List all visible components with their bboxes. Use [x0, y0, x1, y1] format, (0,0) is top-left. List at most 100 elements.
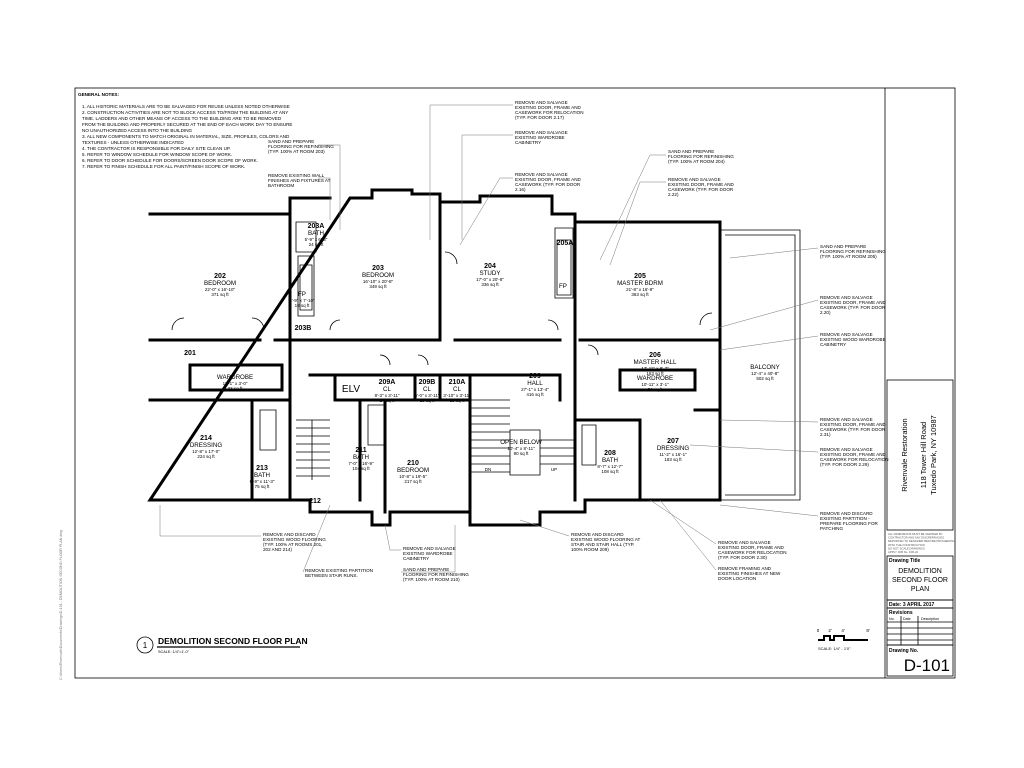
room-number: 209B — [419, 379, 436, 386]
annotation-line: STAIR AND STAIR HALL (TYP. — [571, 542, 634, 547]
drawing-no-label: Drawing No. — [889, 648, 919, 654]
annotation-line: EXISTING DOOR, FRAME AND — [668, 182, 735, 187]
room-name: MASTER HALL — [634, 359, 678, 366]
room-area: 90 sq ft — [514, 451, 530, 456]
room-dimensions: 10'-4" x 8'-11" — [507, 446, 535, 451]
title-block: Rivenvale Restoration 118 Tower Hill Roa… — [886, 379, 955, 677]
address-line-1: 118 Tower Hill Road — [919, 422, 928, 488]
annotation-line: (TYP. FOR DOOR 2.17) — [515, 115, 564, 120]
room-dimensions: 12'-8" x 17'-0" — [192, 449, 220, 454]
room-name: CL — [453, 386, 461, 393]
room-dimensions: 6'-9" x 11'-3" — [250, 479, 275, 484]
annotation-line: (TYP. 100% AT ROOM 210) — [403, 577, 460, 582]
room-number: 206 — [649, 352, 661, 359]
room-area: 34 sq ft — [648, 387, 664, 392]
annotation-line: (TYP. 100% AT ROOM 205) — [820, 254, 877, 259]
room-number: 203 — [372, 265, 384, 272]
annotation-line: REMOVE AND SALVAGE — [515, 130, 568, 135]
rev-col-date: Date — [903, 617, 911, 621]
annotation-line: CASEWORK (TYP. FOR DOOR — [668, 187, 734, 192]
interior-walls — [148, 200, 722, 514]
drawing-number: D-101 — [904, 656, 950, 675]
disclaimer-line: APPLY JOB No. 16R-22 — [888, 550, 918, 554]
leader-lines — [159, 104, 819, 573]
room-number: 211 — [355, 447, 366, 454]
annotation-line: PATCHING — [820, 526, 843, 531]
room-dimensions: 12'-4" x 40'-8" — [751, 371, 779, 376]
room-number: 210 — [407, 460, 419, 467]
annotation-line: CASEWORK FOR RELOCATION — [820, 457, 889, 462]
room-number: 205 — [634, 273, 646, 280]
annotation-line: REMOVE FRAMING AND — [718, 566, 772, 571]
annotation-line: EXISTING WOOD WARDROBE — [820, 337, 886, 342]
annotation-line: (TYP. 100% AT ROOM 204) — [668, 159, 725, 164]
annotation-line: REMOVE AND SALVAGE — [718, 540, 771, 545]
room-dimensions: 16'-10" x 20'-8" — [363, 279, 394, 284]
room-name: BEDROOM — [362, 272, 394, 279]
room-area: 183 sq ft — [664, 457, 682, 462]
general-note-line: 6. REFER TO DOOR SCHEDULE FOR DOORS/SCRE… — [82, 158, 258, 163]
annotation-line: EXISTING DOOR, FRAME AND — [718, 545, 785, 550]
general-note-line: NO UNAUTHORIZED ACCESS INTO THE BUILDING — [82, 128, 193, 133]
room-205A: 205A — [557, 240, 574, 247]
room-name: BEDROOM — [397, 467, 429, 474]
annotation-line: DOOR LOCATION — [718, 576, 756, 581]
room-area: 18 sq ft — [295, 303, 311, 308]
room-number: 202 — [214, 273, 226, 280]
room-name: DRESSING — [657, 445, 690, 452]
general-note-line: TEXTURES - UNLESS OTHERWISE INDICATED — [82, 140, 184, 145]
room-area: 349 sq ft — [369, 284, 387, 289]
annotation-line: (TYP. 100% AT ROOMS 201, — [263, 542, 323, 547]
general-note-line: 7. REFER TO FINISH SCHEDULE FOR ALL PAIN… — [82, 164, 245, 169]
room-201: 201 — [184, 350, 196, 357]
annotation-line: EXISTING WOOD FLOORING — [263, 537, 326, 542]
disclaimer-line: ALL DIMENSIONS MUST BE VERIFIED BY — [888, 532, 943, 536]
disclaimer-line: CONTRACTOR AND ANY DISCREPANCIES — [888, 536, 944, 540]
annotation-line: CABINETRY — [820, 342, 846, 347]
annotation-line: EXISTING WARDROBE — [403, 551, 453, 556]
room-elv: ELV — [342, 384, 360, 395]
room-area: 19 sq ft — [420, 398, 436, 403]
room-name: BATH — [353, 454, 369, 461]
drawing-title-label: Drawing Title — [889, 558, 921, 564]
room-number: 207 — [667, 438, 679, 445]
annotation-line: REMOVE EXISTING PARTITION — [305, 568, 373, 573]
annotation-line: EXISTING PARTITION - — [820, 516, 870, 521]
annotation-line: EXISTING DOOR, FRAME AND — [820, 300, 887, 305]
annotation-line: EXISTING DOOR, FRAME AND — [515, 177, 582, 182]
room-dimensions: 22'-0" x 16'-10" — [205, 287, 236, 292]
general-note-line: 1. ALL HISTORIC MATERIALS ARE TO BE SALV… — [82, 104, 290, 109]
annotation-line: REMOVE AND SALVAGE — [820, 417, 873, 422]
room-name: OPEN BELOW — [500, 439, 542, 446]
room-dimensions: 8'-7" x 12'-7" — [597, 464, 623, 469]
annotation-line: FLOORING FOR REFINISHING — [268, 144, 334, 149]
annotation-line: FLOORING FOR REFINISHING — [820, 249, 886, 254]
room-name: WARDROBE — [217, 374, 253, 381]
room-area: 75 sq ft — [255, 484, 271, 489]
room-area: 104 sq ft — [352, 466, 370, 471]
disclaimer-line: WITH THE CONSTRUCTION — [888, 543, 925, 547]
general-note-line: 3. ALL NEW COMPONENTS TO MATCH ORIGINAL … — [82, 134, 290, 139]
floor-plan — [147, 188, 801, 527]
room-area: 24 sq ft — [380, 398, 396, 403]
room-area: 33 sq ft — [228, 386, 244, 391]
address-line-2: Tuxedo Park, NY 10987 — [929, 415, 938, 495]
room-area: 416 sq ft — [526, 392, 544, 397]
scale-bar-label: SCALE: 1/4" - 1'0" — [818, 646, 851, 651]
drawing-label-scale: SCALE: 1/4"=1'-0" — [158, 650, 190, 654]
annotation-line: EXISTING FINISHES AT NEW — [718, 571, 781, 576]
general-note-line: 2. CONSTRUCTION ACTIVITIES ARE NOT TO BL… — [82, 110, 288, 115]
room-dimensions: 17'-0" x 20'-8" — [476, 277, 504, 282]
rev-col-description: Description — [921, 617, 939, 621]
